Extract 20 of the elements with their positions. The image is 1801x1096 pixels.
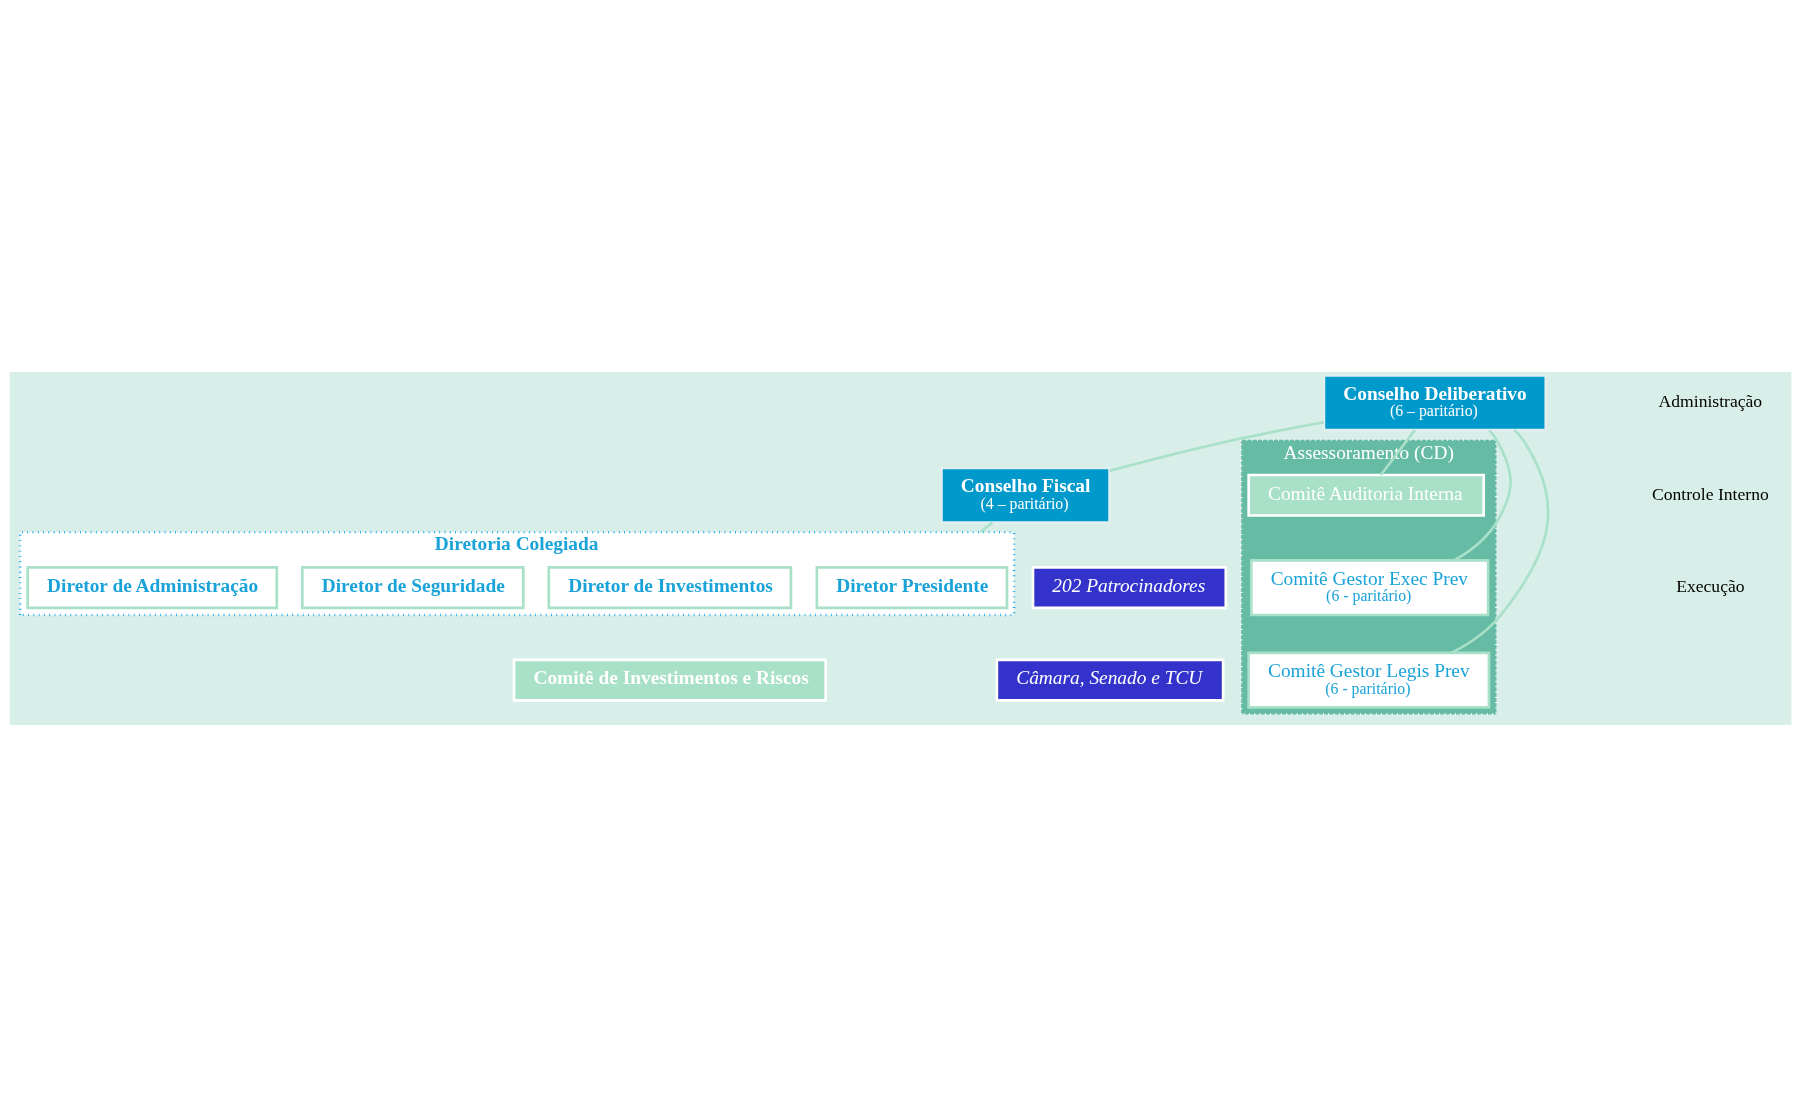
node-box: Conselho Fiscal (4 – paritário) [940, 466, 1111, 524]
node-box: Comitê Auditoria Interna [1247, 473, 1485, 517]
connector [1379, 428, 1416, 476]
node-box: Diretor de Investimentos [547, 565, 793, 609]
connector [1450, 428, 1550, 654]
label: Administração [1658, 390, 1763, 411]
label: Execução [1676, 575, 1745, 596]
connector [1109, 420, 1325, 472]
connector [1453, 428, 1512, 561]
node-box: Diretor de Administração [26, 565, 279, 609]
label: Controle Interno [1651, 483, 1769, 504]
node-box: Diretor de Seguridade [301, 565, 525, 609]
node-box: Diretor Presidente [815, 565, 1009, 609]
node-box: 202 Patrocinadores [1031, 565, 1228, 609]
node-box: Comitê Gestor Legis Prev (6 - paritário) [1247, 651, 1491, 709]
node-box: Câmara, Senado e TCU [995, 658, 1225, 702]
node-box: Comitê Gestor Exec Prev (6 - paritário) [1250, 558, 1490, 616]
connector [979, 521, 994, 533]
node-box: Comitê de Investimentos e Riscos [512, 658, 827, 702]
node-box: Conselho Deliberativo (6 – paritário) [1322, 373, 1548, 431]
